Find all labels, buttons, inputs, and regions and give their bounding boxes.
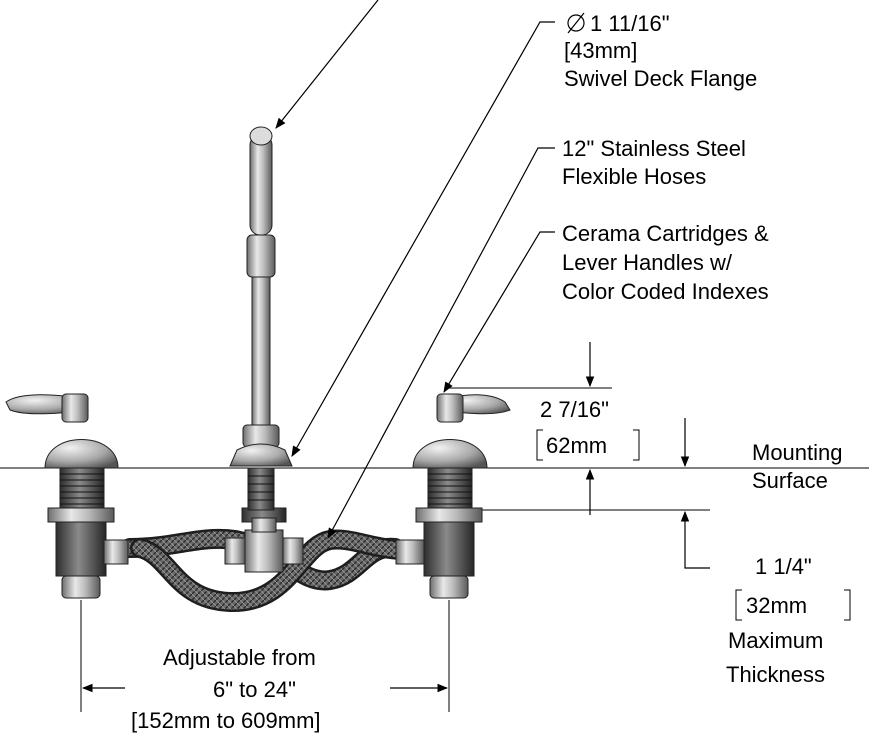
cartridge-label-line2: Lever Handles w/	[562, 250, 733, 275]
flange-mm-label: [43mm]	[564, 38, 637, 63]
hoses-label-line1: 12" Stainless Steel	[562, 136, 746, 161]
left-valve	[5, 393, 129, 599]
thickness-label-line2: Thickness	[726, 662, 825, 687]
flange-leader	[291, 21, 555, 457]
thickness-label-line1: Maximum	[728, 628, 823, 653]
thickness-mm-label: 32mm	[746, 593, 807, 618]
flange-diameter-label: 1 11/16"	[590, 11, 670, 36]
cartridge-label-line1: Cerama Cartridges &	[562, 221, 769, 246]
mounting-label-line2: Surface	[752, 468, 828, 493]
hoses-label-line2: Flexible Hoses	[562, 164, 706, 189]
cartridge-leader	[443, 231, 555, 393]
adjustable-label-line2: 6" to 24"	[213, 677, 296, 702]
flange-name-label: Swivel Deck Flange	[564, 66, 757, 91]
height-mm-label: 62mm	[546, 433, 607, 458]
right-valve	[395, 393, 511, 599]
spout-leader	[275, 0, 379, 129]
diameter-symbol-icon	[567, 12, 585, 34]
thick-mm-brackets	[735, 589, 851, 621]
height-inch-label: 2 7/16"	[540, 397, 609, 422]
mounting-label-line1: Mounting	[752, 440, 843, 465]
adjustable-label-line1: Adjustable from	[163, 645, 316, 670]
center-tee-fitting	[224, 507, 304, 573]
cartridge-label-line3: Color Coded Indexes	[562, 279, 769, 304]
hoses-leader	[327, 147, 555, 539]
thick-arrow-bottom	[680, 510, 710, 569]
adjustable-label-line3: [152mm to 609mm]	[131, 708, 321, 733]
thickness-inch-label: 1 1/4"	[755, 554, 812, 579]
height-mm-brackets	[536, 429, 640, 461]
spout	[229, 126, 293, 511]
